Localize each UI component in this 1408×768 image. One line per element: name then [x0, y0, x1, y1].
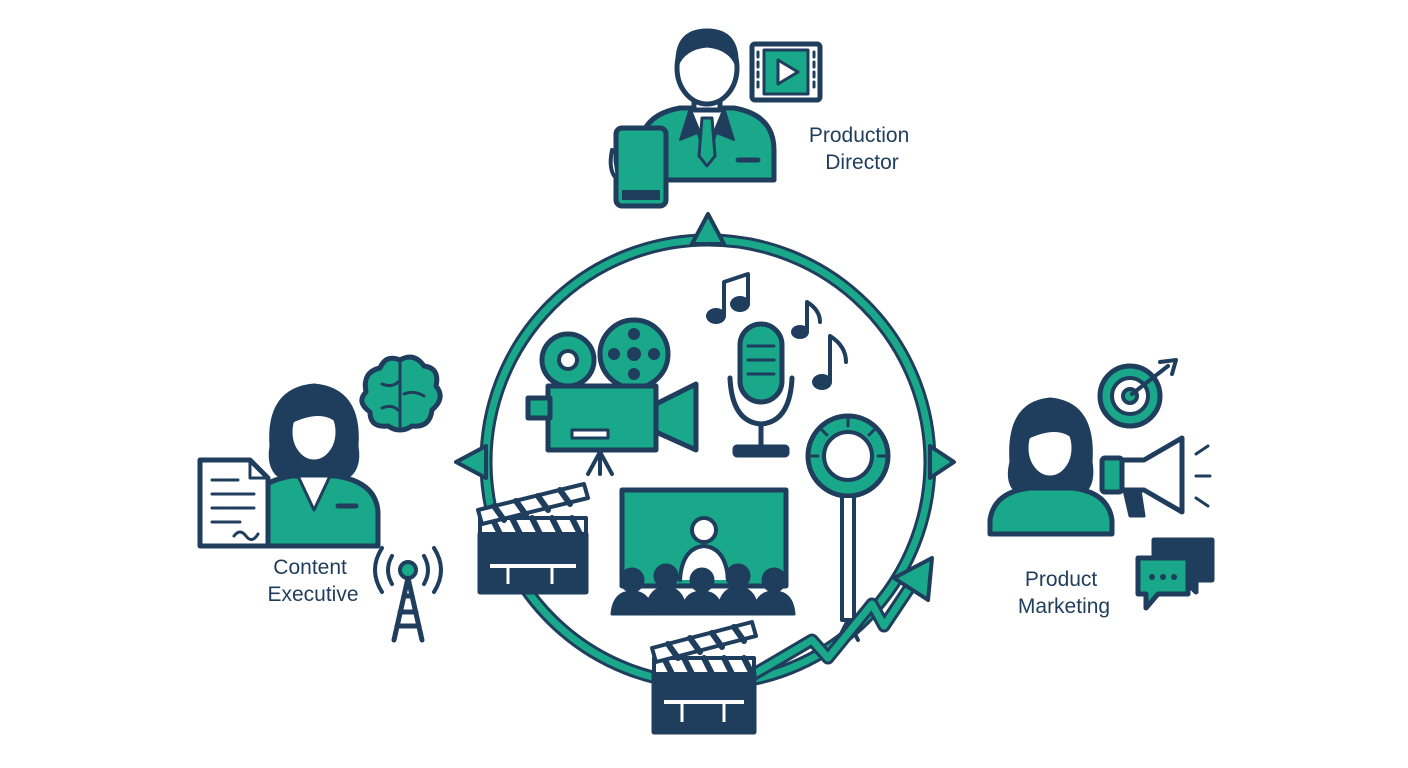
brain-icon [359, 354, 443, 433]
broadcast-tower-icon [373, 546, 443, 643]
film-camera-icon [525, 317, 699, 476]
growth-arrow-icon [740, 556, 934, 686]
product-marketing-label: Product Marketing [1018, 568, 1110, 618]
audience-screen-icon [610, 487, 796, 616]
tablet-icon [608, 125, 669, 209]
microphone-icon [727, 321, 795, 458]
avatar-woman-icon [247, 383, 381, 549]
content-executive-label: Content Executive [267, 556, 358, 606]
production-director-label: Production Director [809, 124, 915, 174]
avatar-man-icon [637, 28, 777, 183]
chat-bubbles-icon [1135, 537, 1215, 611]
video-player-icon [749, 41, 823, 103]
megaphone-icon [1099, 435, 1212, 518]
production-director-group: Production Director [608, 28, 915, 209]
content-executive-group: Content Executive [197, 354, 443, 643]
product-marketing-group: Product Marketing [987, 358, 1215, 618]
target-icon [1097, 358, 1178, 429]
clapperboard-icon [650, 620, 758, 735]
document-icon [197, 457, 271, 549]
clapperboard-icon [476, 482, 590, 595]
music-note-icon [706, 272, 848, 390]
avatar-woman-icon [987, 397, 1115, 537]
